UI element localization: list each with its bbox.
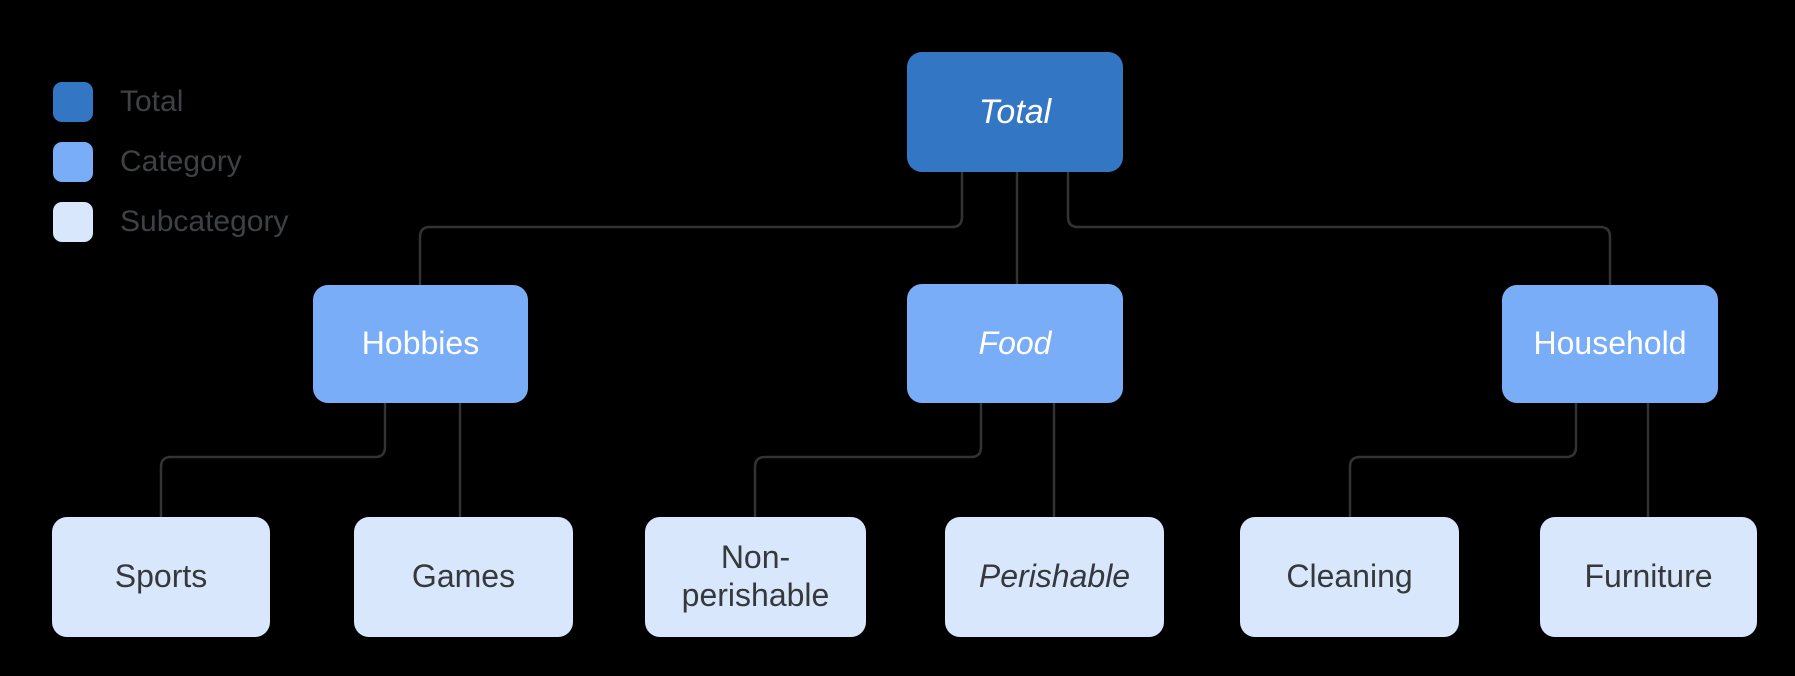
legend-swatch-total [53,82,93,122]
node-cleaning-label: Cleaning [1286,558,1413,595]
node-perishable-label: Perishable [978,558,1131,595]
edge-hobbies-sports [159,403,387,517]
node-food-label: Food [978,324,1052,361]
node-total: Total [907,52,1123,172]
node-cleaning: Cleaning [1240,517,1459,637]
edge-household-cleaning [1348,403,1578,517]
node-sports-label: Sports [114,558,208,595]
node-non-perishable-label: Non-perishable [681,539,830,613]
node-perishable: Perishable [945,517,1164,637]
node-non-perishable: Non-perishable [645,517,866,637]
node-games: Games [354,517,573,637]
node-hobbies: Hobbies [313,285,528,403]
legend-item-subcategory: Subcategory [53,202,288,242]
edge-food-nonperishable [753,403,983,517]
node-hobbies-label: Hobbies [361,325,480,362]
legend-item-category: Category [53,142,288,182]
legend-swatch-subcategory [53,202,93,242]
node-household-label: Household [1533,325,1687,362]
legend-swatch-category [53,142,93,182]
node-sports: Sports [52,517,270,637]
edge-total-hobbies [418,172,964,285]
legend-label-subcategory: Subcategory [120,205,289,238]
legend: Total Category Subcategory [53,82,288,262]
node-games-label: Games [411,558,516,595]
legend-label-category: Category [120,145,242,178]
node-food: Food [907,284,1123,403]
node-furniture: Furniture [1540,517,1757,637]
node-total-label: Total [978,92,1052,131]
legend-item-total: Total [53,82,288,122]
node-household: Household [1502,285,1718,403]
edge-total-household [1066,172,1612,285]
node-furniture-label: Furniture [1584,558,1713,595]
legend-label-total: Total [120,85,184,118]
